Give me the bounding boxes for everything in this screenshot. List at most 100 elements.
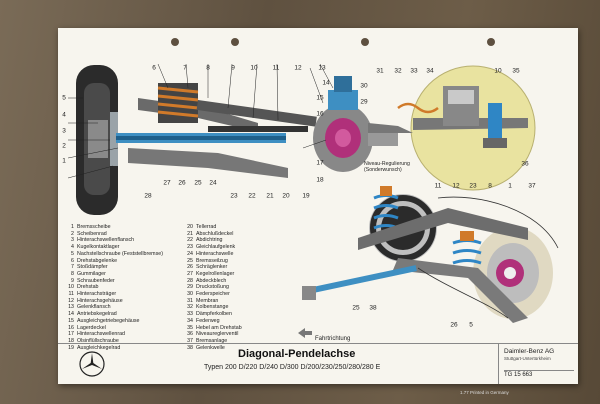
callout-number: 12 [294, 64, 302, 72]
legend-number: 6 [71, 257, 74, 264]
callout-number: 6 [152, 64, 156, 72]
direction-arrow-icon [298, 328, 312, 338]
legend-text: Kolbenstange [196, 304, 229, 311]
legend-text: Drehstabgelenke [77, 257, 118, 264]
callout-number: 26 [178, 179, 186, 187]
legend-number: 38 [187, 344, 193, 351]
legend-number: 23 [187, 244, 193, 251]
callout-number: 36 [521, 160, 529, 168]
page-title: Diagonal-Pendelachse [238, 348, 356, 360]
legend-number: 36 [187, 331, 193, 338]
level-regulation-inset [368, 65, 536, 191]
legend-number: 35 [187, 324, 193, 331]
inset-caption-line: Niveau-Regulierung [364, 161, 410, 167]
legend-number: 11 [68, 291, 75, 298]
punch-hole [231, 38, 239, 46]
callout-number: 11 [434, 182, 442, 190]
legend-text: Ausgleichgetriebegehäuse [77, 317, 140, 324]
legend-text: Drehstab [77, 284, 99, 291]
legend-number: 22 [187, 237, 193, 244]
legend-text: Scheibenrad [77, 230, 107, 237]
callout-number: 20 [282, 192, 290, 200]
callout-number: 27 [163, 179, 171, 187]
callout-number: 8 [206, 64, 210, 72]
punch-hole [361, 38, 369, 46]
legend-number: 25 [187, 257, 193, 264]
legend-text: Schraubenfeder [77, 277, 115, 284]
legend-number: 29 [187, 284, 193, 291]
legend-text: Gelenkwelle [196, 344, 225, 351]
legend-text: Niveaureglerventil [196, 331, 239, 338]
legend-number: 27 [187, 270, 193, 277]
callout-number: 7 [183, 64, 187, 72]
callout-number: 35 [512, 67, 520, 75]
legend-number: 9 [71, 277, 74, 284]
legend-number: 20 [187, 224, 193, 230]
top-axle-view [67, 63, 398, 215]
callout-number: 18 [316, 176, 324, 184]
legend-text: Druckstoßung [196, 284, 229, 291]
legend-text: Gelenkflansch [77, 304, 111, 311]
punch-hole [487, 38, 495, 46]
legend-text: Nachstellschraube (Feststellbremse) [77, 250, 163, 257]
callout-number: 9 [231, 64, 235, 72]
legend-text: Abschlußdeckel [196, 230, 234, 237]
callout-number: 31 [376, 67, 384, 75]
legend-text: Bremsanlage [196, 337, 228, 344]
callout-number: 5 [62, 94, 66, 102]
legend-number: 26 [187, 264, 193, 271]
legend-text: Hinterachsträger [77, 291, 117, 298]
legend-text: Hinterachswellenrad [77, 331, 125, 338]
callout-number: 10 [250, 64, 258, 72]
callout-number: 3 [62, 127, 66, 135]
callout-number: 26 [450, 321, 458, 329]
legend-text: Ölsinflüllschraube [77, 337, 119, 344]
legend-text: Ausgleichkegelrad [77, 344, 121, 351]
legend-number: 19 [68, 344, 74, 351]
legend-text: Tellerrad [196, 224, 217, 230]
legend-text: Hinterachswellenflansch [77, 237, 135, 244]
legend-text: Hebel am Drehstab [196, 324, 242, 331]
company-location: Stuttgart-Untertürkheim [504, 356, 551, 361]
callout-number: 38 [369, 304, 377, 312]
legend-text: Gummilager [77, 270, 106, 277]
legend-number: 5 [71, 250, 74, 257]
legend-text: Membran [196, 297, 219, 304]
callout-number: 2 [62, 142, 66, 150]
legend-number: 30 [187, 291, 193, 298]
legend-text: Dämpferkolben [196, 311, 232, 318]
callout-number: 30 [360, 82, 368, 90]
legend-number: 7 [71, 264, 74, 271]
callout-number: 37 [528, 182, 536, 190]
legend-number: 14 [68, 311, 74, 318]
legend-number: 13 [68, 304, 74, 311]
punch-hole [171, 38, 179, 46]
callout-number: 19 [302, 192, 310, 200]
